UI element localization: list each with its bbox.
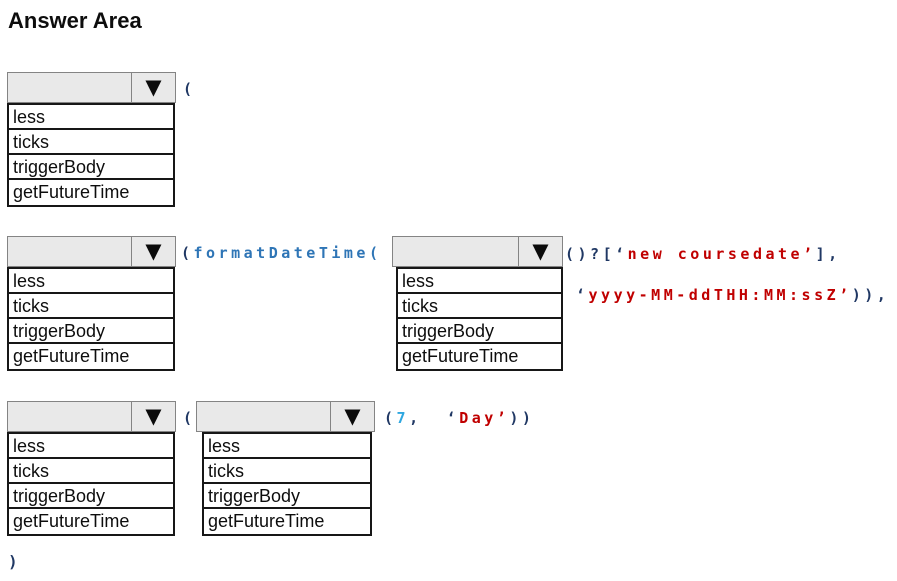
code-token: ‘ (446, 409, 460, 427)
row2-option-list: less ticks triggerBody getFutureTime (7, 267, 175, 371)
row2-inner-function-dropdown[interactable]: ▼ (392, 236, 563, 267)
code-token: , (409, 409, 447, 427)
row1-option-list: less ticks triggerBody getFutureTime (7, 103, 175, 207)
code-token: ()?[ (565, 245, 616, 263)
row2-inner-dropdown-button[interactable]: ▼ (518, 237, 562, 266)
code-token: )), (851, 286, 890, 304)
row3-dropdown-button[interactable]: ▼ (131, 402, 175, 431)
row3-inner-function-dropdown[interactable]: ▼ (196, 401, 375, 432)
code-token: )) (509, 409, 535, 427)
option-triggerbody[interactable]: triggerBody (9, 484, 173, 509)
code-token: ‘ (615, 245, 628, 263)
option-ticks[interactable]: ticks (204, 459, 370, 484)
option-less[interactable]: less (9, 434, 173, 459)
option-getfuturetime[interactable]: getFutureTime (402, 346, 519, 366)
code-token: ‘ (576, 286, 589, 304)
code-token: ) (8, 552, 22, 571)
dropdown-arrow-icon: ▼ (145, 404, 162, 428)
dropdown-arrow-icon: ▼ (145, 239, 162, 263)
row1-function-dropdown[interactable]: ▼ (7, 72, 176, 103)
row3-code-args: (7, ‘Day’)) (384, 408, 534, 428)
code-token: ’ (803, 245, 816, 263)
row3-inner-option-list: less ticks triggerBody getFutureTime (202, 432, 372, 536)
row2-code-right-line1: ()?[‘new coursedate’], (565, 244, 841, 264)
row2-function-dropdown[interactable]: ▼ (7, 236, 176, 267)
option-triggerbody[interactable]: triggerBody (204, 484, 370, 509)
code-string: Day (459, 409, 497, 427)
option-ticks[interactable]: ticks (9, 294, 173, 319)
row3-option-list: less ticks triggerBody getFutureTime (7, 432, 175, 536)
page-title: Answer Area (8, 8, 142, 33)
code-token: ( (181, 244, 194, 262)
code-string: new coursedate (627, 245, 804, 263)
row3-inner-dropdown-value (197, 402, 330, 431)
row1-dropdown-button[interactable]: ▼ (131, 73, 175, 102)
option-triggerbody[interactable]: triggerBody (398, 319, 561, 344)
code-token: ( (183, 80, 196, 98)
option-less[interactable]: less (9, 105, 173, 130)
option-getfuturetime[interactable]: getFutureTime (208, 511, 325, 531)
code-token: ’ (496, 409, 510, 427)
dropdown-arrow-icon: ▼ (145, 75, 162, 99)
row2-inner-option-list: less ticks triggerBody getFutureTime (396, 267, 563, 371)
option-ticks[interactable]: ticks (9, 459, 173, 484)
row3-function-dropdown[interactable]: ▼ (7, 401, 176, 432)
option-triggerbody[interactable]: triggerBody (9, 155, 173, 180)
row2-dropdown-button[interactable]: ▼ (131, 237, 175, 266)
code-token: ( (368, 244, 382, 262)
option-ticks[interactable]: ticks (398, 294, 561, 319)
option-triggerbody[interactable]: triggerBody (9, 319, 173, 344)
row2-dropdown-value (8, 237, 131, 266)
code-token: ’ (839, 286, 852, 304)
option-less[interactable]: less (9, 269, 173, 294)
option-getfuturetime[interactable]: getFutureTime (13, 346, 130, 366)
option-ticks[interactable]: ticks (9, 130, 173, 155)
code-token: ], (815, 245, 841, 263)
code-token: ( (183, 409, 196, 427)
row3-inner-dropdown-button[interactable]: ▼ (330, 402, 374, 431)
option-less[interactable]: less (398, 269, 561, 294)
code-function-name: formatDateTime (193, 244, 369, 262)
row2-inner-dropdown-value (393, 237, 518, 266)
row1-dropdown-value (8, 73, 131, 102)
code-string: yyyy-MM-ddTHH:MM:ssZ (588, 286, 840, 304)
option-getfuturetime[interactable]: getFutureTime (13, 511, 130, 531)
row3-code-open: ( (183, 408, 196, 428)
option-getfuturetime[interactable]: getFutureTime (13, 182, 130, 202)
row3-dropdown-value (8, 402, 131, 431)
row1-code-open: ( (183, 79, 196, 99)
code-token: ( (384, 409, 397, 427)
dropdown-arrow-icon: ▼ (532, 239, 549, 263)
dropdown-arrow-icon: ▼ (344, 404, 361, 428)
code-number: 7 (396, 409, 410, 427)
row2-code-right-line2: ‘yyyy-MM-ddTHH:MM:ssZ’)), (576, 285, 889, 305)
option-less[interactable]: less (204, 434, 370, 459)
expression-closing-paren: ) (8, 552, 21, 572)
row2-code-left: (formatDateTime( (181, 243, 382, 263)
